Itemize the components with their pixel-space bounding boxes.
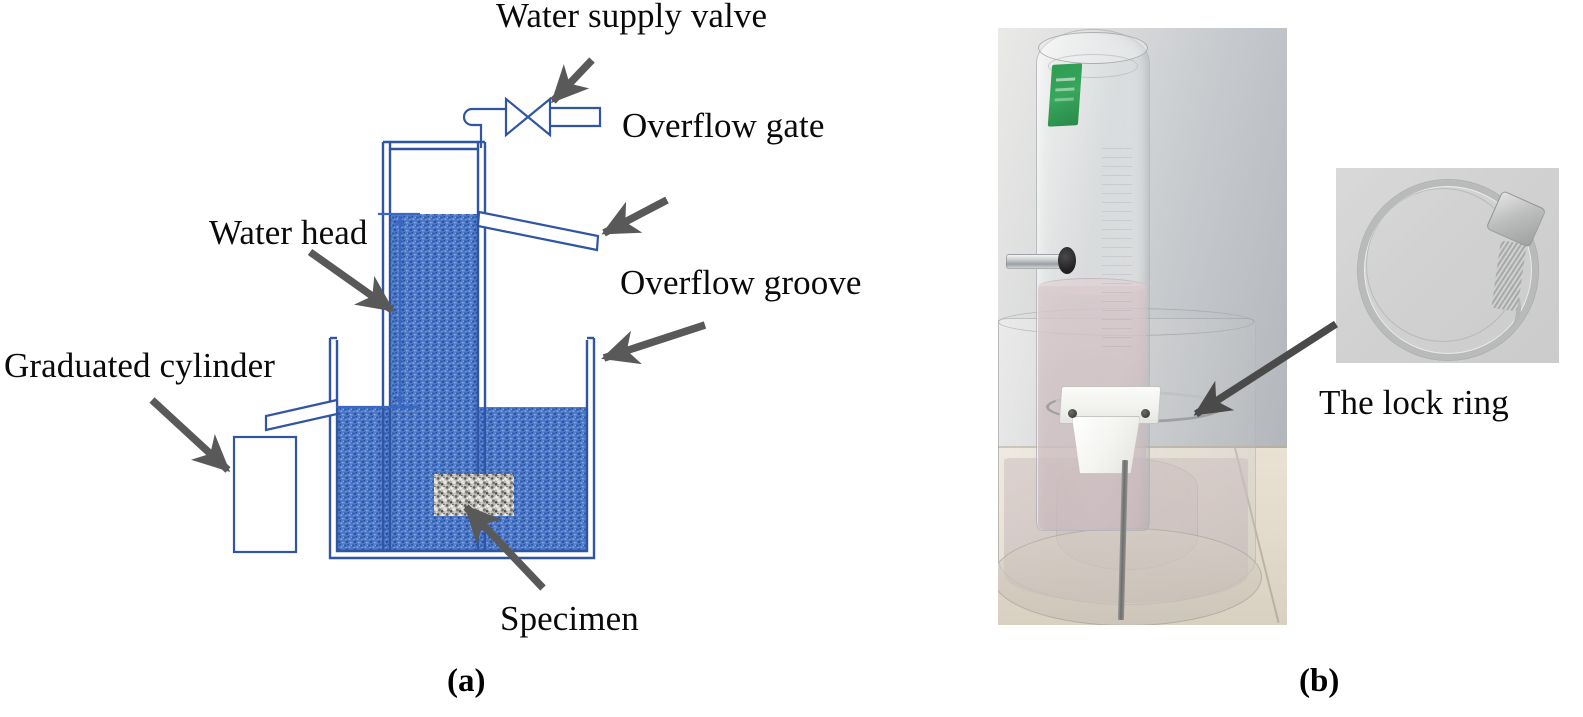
- arrow-to-valve: [550, 57, 595, 104]
- lock-ring-photo: [1336, 168, 1559, 363]
- metal-inlet-nozzle: [1006, 254, 1066, 269]
- photo-background-wall: [998, 28, 1287, 446]
- clamp-band: [1358, 180, 1538, 360]
- green-sticker-label: [1047, 63, 1083, 127]
- support-rod: [1117, 459, 1129, 621]
- overflow-groove-spout: [264, 398, 339, 432]
- clamp-band-slots: [1491, 240, 1527, 312]
- collar-bolt-right: [1141, 409, 1150, 418]
- arrow-to-specimen: [463, 504, 546, 591]
- water-supply-valve: [462, 96, 602, 148]
- standpipe-liquid: [1038, 286, 1146, 530]
- cylinder-inner-rim: [1048, 54, 1138, 78]
- photo-background-floor: [998, 445, 1287, 625]
- cylinder-top-rim: [1038, 32, 1148, 64]
- label-graduated-cylinder: Graduated cylinder: [4, 346, 275, 385]
- cylinder-graduations: [1102, 148, 1132, 348]
- clamp-band-tail: [1483, 278, 1524, 334]
- apparatus-photo: [998, 28, 1287, 625]
- metal-lock-ring-on-apparatus: [1046, 391, 1224, 423]
- outer-tank-body: [998, 318, 1256, 605]
- standpipe-liquid-surface: [1038, 278, 1146, 295]
- arrow-to-lock-ring: [1193, 320, 1339, 418]
- graduated-cylinder-vessel: [232, 435, 298, 554]
- label-overflow-gate: Overflow gate: [622, 106, 825, 145]
- outer-overflow-tank: [328, 336, 596, 560]
- label-water-supply-valve: Water supply valve: [496, 0, 768, 35]
- white-overflow-collar: [1058, 386, 1162, 424]
- label-specimen: Specimen: [500, 599, 639, 638]
- outer-tank-rim: [998, 308, 1254, 336]
- permeameter-schematic: [149, 57, 707, 591]
- arrow-to-water-head: [307, 248, 395, 314]
- overflow-gate-spout: [476, 210, 600, 252]
- photo-floor-seam: [998, 445, 1287, 448]
- worm-drive-screw-housing: [1485, 190, 1547, 248]
- white-overflow-chute: [1072, 416, 1140, 474]
- photo-floor-joint: [1234, 447, 1280, 623]
- water-head-dimension: [336, 212, 420, 409]
- panel-letter-a: (a): [447, 663, 486, 699]
- nozzle-rubber-collar: [1058, 247, 1076, 274]
- tank-water-level: [1004, 458, 1248, 603]
- label-overflow-groove: Overflow groove: [620, 263, 862, 302]
- collar-bolt-left: [1068, 409, 1077, 418]
- label-the-lock-ring: The lock ring: [1319, 383, 1509, 422]
- inner-pedestal: [1056, 458, 1198, 570]
- arrow-to-overflow-gate: [601, 196, 669, 237]
- arrow-to-graduated-cylinder: [149, 397, 231, 473]
- arrow-to-overflow-groove: [601, 321, 707, 365]
- panel-letter-b: (b): [1299, 663, 1340, 699]
- label-water-head: Water head: [209, 213, 368, 252]
- clamp-band-inner-edge: [1366, 188, 1520, 342]
- soil-specimen: [434, 474, 514, 516]
- panel-a-schematic: Water supply valve Overflow gate Overflo…: [4, 0, 862, 699]
- tank-base-disc: [998, 528, 1262, 625]
- standpipe-cylinder: [1036, 29, 1150, 531]
